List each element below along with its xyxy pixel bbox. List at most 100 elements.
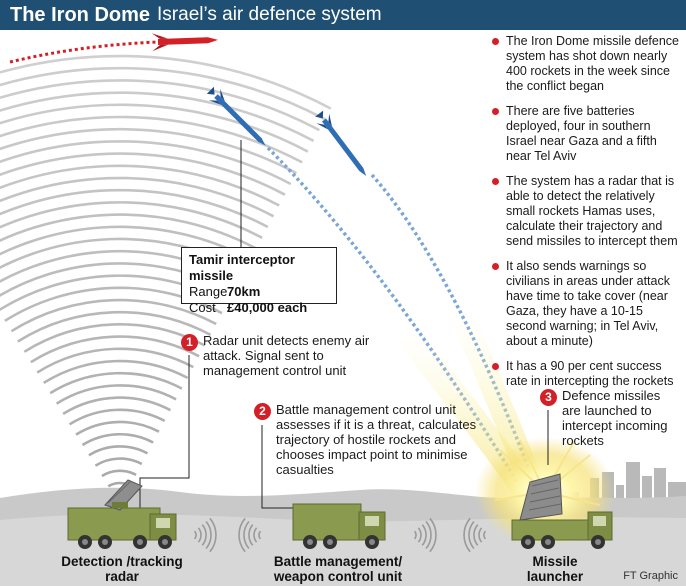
range-row: Range 70km: [189, 284, 329, 300]
launcher-truck: [511, 473, 613, 549]
incoming-rocket: [151, 33, 218, 52]
radar-wave-arc: [0, 225, 252, 261]
interceptor-trail-left: [266, 146, 530, 501]
battle-management-unit-label: Battle management/ weapon control unit: [273, 554, 403, 584]
bullet-icon: [492, 178, 499, 185]
signal-wave-arc: [238, 517, 246, 553]
radar-wave-arc: [0, 79, 320, 132]
radar-wave-arc: [0, 140, 292, 186]
credit: FT Graphic: [623, 570, 678, 582]
radar-wave-arc: [75, 420, 160, 436]
signal-wave-arc: [478, 527, 483, 543]
radar-wave-arc: [0, 164, 280, 207]
step-number-badge: 2: [254, 403, 271, 420]
signal-wave-arc: [197, 527, 202, 543]
signal-wave-arc: [463, 517, 471, 553]
radar-wave-arc: [10, 298, 217, 333]
fact-item: The Iron Dome missile defence system has…: [492, 34, 684, 94]
signal-wave-arc: [209, 517, 217, 553]
range-label: Range: [189, 284, 228, 299]
radar-wave-arc: [0, 66, 326, 121]
signal-wave-arc: [258, 530, 262, 540]
radar-wave-arc: [0, 103, 309, 153]
radar-wave-arc: [0, 115, 303, 164]
signal-wave-arc: [243, 520, 250, 550]
radar-wave-arc: [43, 359, 189, 385]
radar-wave-arc: [62, 396, 172, 416]
bullet-icon: [492, 363, 499, 370]
radar-wave-arc: [49, 371, 183, 395]
cost-value: £40,000 each: [227, 300, 308, 315]
cost-label: Cost: [189, 300, 216, 315]
step-number-badge: 3: [540, 389, 557, 406]
fact-item: It has a 90 per cent success rate in int…: [492, 359, 684, 389]
radar-wave-arc: [0, 152, 286, 196]
signal-wave-arc: [201, 524, 207, 546]
step-number-badge: 1: [181, 334, 198, 351]
radar-wave-arc: [81, 432, 154, 447]
ground-signal-waves: [193, 517, 487, 553]
fact-text: It also sends warnings so civilians in a…: [506, 259, 670, 348]
step-1: 1 Radar unit detects enemy air attack. S…: [181, 333, 371, 378]
range-value: 70km: [227, 284, 261, 299]
fact-item: There are five batteries deployed, four …: [492, 104, 684, 164]
radar-wave-arc: [68, 408, 166, 426]
fact-text: There are five batteries deployed, four …: [506, 104, 657, 163]
interceptor-title: Tamir interceptor missile: [189, 252, 295, 283]
radar-wave-arc: [55, 384, 177, 405]
step-text: Radar unit detects enemy air attack. Sig…: [203, 333, 370, 378]
signal-wave-arc: [425, 520, 432, 550]
title-bar: The Iron Dome Israel’s air defence syste…: [0, 0, 686, 30]
graphic-subtitle: Israel’s air defence system: [157, 4, 382, 25]
fact-text: The system has a radar that is able to d…: [506, 174, 678, 248]
radar-wave-arc: [0, 176, 275, 218]
step-text: Battle management control unit assesses …: [276, 402, 477, 477]
signal-wave-arc: [205, 520, 212, 550]
signal-wave-arc: [421, 524, 427, 546]
battle-management-truck: [292, 503, 386, 549]
step-text: Defence missiles are launched to interce…: [562, 388, 668, 448]
bullet-icon: [492, 38, 499, 45]
radar-wave-arc: [17, 310, 212, 343]
signal-wave-arc: [473, 524, 479, 546]
step-3: 3 Defence missiles are launched to inter…: [540, 388, 680, 448]
rocket-trail: [9, 40, 159, 64]
radar-wave-arc: [36, 347, 194, 374]
signal-wave-arc: [253, 527, 258, 543]
radar-truck: [67, 479, 177, 549]
radar-wave-arc: [101, 469, 137, 478]
facts-list: The Iron Dome missile defence system has…: [492, 34, 684, 399]
radar-unit-label: Detection /tracking radar: [61, 554, 183, 584]
radar-waves: [0, 54, 332, 488]
radar-wave-arc: [88, 445, 149, 457]
interceptor-info-box: Tamir interceptor missile Range 70km Cos…: [181, 247, 337, 315]
launcher-unit-label: Missile launcher: [526, 554, 584, 584]
radar-wave-arc: [30, 335, 200, 364]
bullet-icon: [492, 263, 499, 270]
signal-wave-arc: [468, 520, 475, 550]
radar-wave-arc: [0, 201, 263, 239]
fact-item: It also sends warnings so civilians in a…: [492, 259, 684, 349]
radar-wave-arc: [0, 188, 269, 229]
signal-wave-arc: [413, 530, 417, 540]
signal-wave-arc: [193, 530, 197, 540]
radar-wave-arc: [0, 91, 315, 143]
radar-wave-arc: [0, 127, 298, 175]
interceptor-missile-left: [206, 86, 266, 146]
interceptor-trail-right: [370, 173, 542, 501]
radar-wave-arc: [0, 54, 332, 110]
step-2: 2 Battle management control unit assesse…: [254, 402, 494, 477]
graphic-title: The Iron Dome: [10, 3, 151, 26]
fact-text: The Iron Dome missile defence system has…: [506, 34, 679, 93]
signal-wave-arc: [429, 517, 437, 553]
fact-text: It has a 90 per cent success rate in int…: [506, 359, 674, 388]
signal-wave-arc: [483, 530, 487, 540]
radar-wave-arc: [94, 457, 143, 467]
fact-item: The system has a radar that is able to d…: [492, 174, 684, 249]
interceptor-missile-right: [315, 110, 367, 176]
signal-wave-arc: [248, 524, 254, 546]
signal-wave-arc: [417, 527, 422, 543]
radar-wave-arc: [0, 213, 257, 250]
